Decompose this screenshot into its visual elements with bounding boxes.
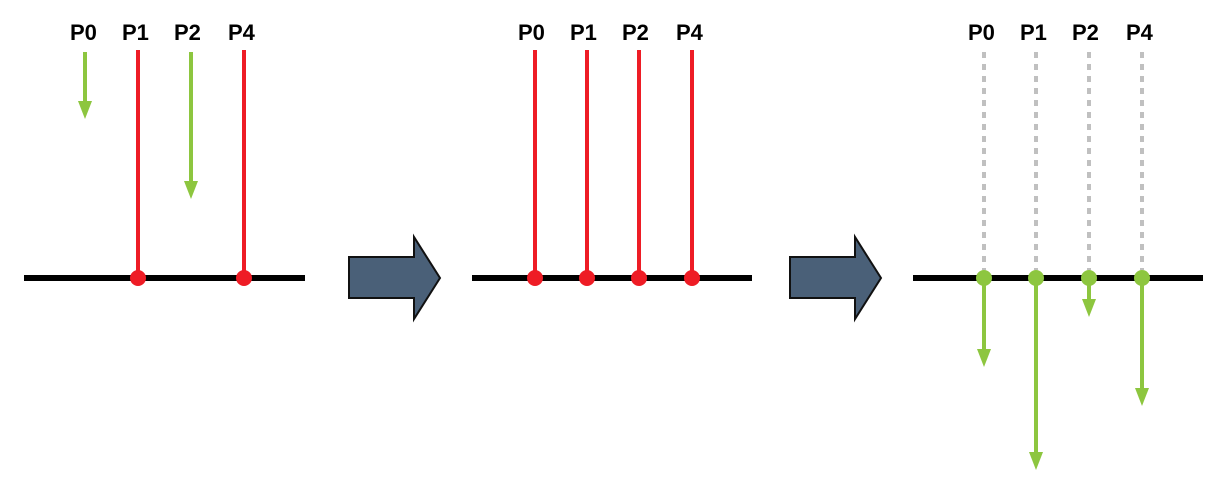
panel-before: P0 P1 P2 P4 [24,20,305,286]
label-p4: P4 [1126,20,1154,45]
label-p1: P1 [1020,20,1047,45]
red-line-p4 [684,50,700,286]
green-arrow-p1 [1028,270,1044,470]
red-line-p0 [527,50,543,286]
red-line-p1 [579,50,595,286]
green-arrow-p0 [976,270,992,367]
panel-after: P0 P1 P2 P4 [913,20,1203,470]
label-p1: P1 [570,20,597,45]
label-p2: P2 [622,20,649,45]
green-arrow-p4 [1134,270,1150,406]
panel-middle: P0 P1 P2 P4 [472,20,752,286]
label-p2: P2 [174,20,201,45]
label-p0: P0 [70,20,97,45]
right-block-arrow-icon [789,233,883,323]
red-line-p4 [236,50,252,286]
green-arrow-p2 [184,52,198,199]
label-p2: P2 [1072,20,1099,45]
green-arrow-p0 [78,52,92,119]
label-p0: P0 [968,20,995,45]
right-block-arrow-icon [348,233,442,323]
label-p0: P0 [518,20,545,45]
green-arrow-p2 [1081,270,1097,317]
label-p4: P4 [676,20,704,45]
red-line-p2 [631,50,647,286]
red-line-p1 [130,50,146,286]
label-p1: P1 [122,20,149,45]
label-p4: P4 [228,20,256,45]
